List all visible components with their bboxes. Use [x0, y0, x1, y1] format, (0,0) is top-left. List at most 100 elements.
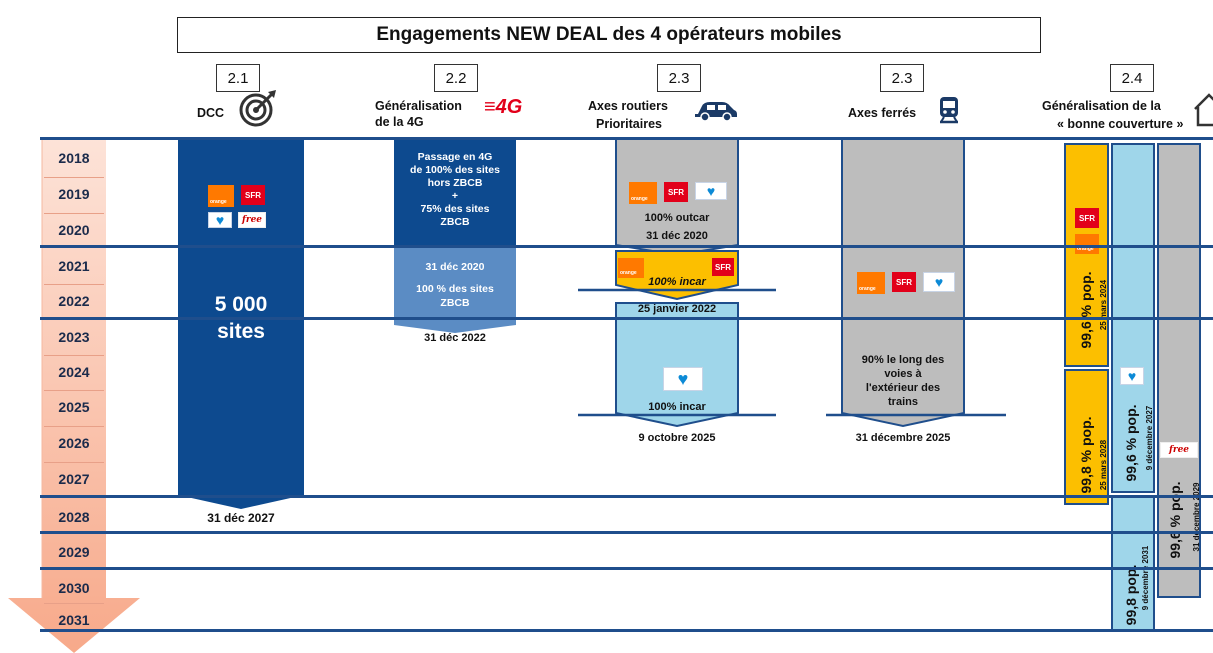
- orange-logo: orange: [208, 185, 234, 207]
- bouygues-logo: ♥: [1120, 367, 1144, 385]
- column-label-routes-line1: Axes routiers: [588, 99, 668, 113]
- coverage-bar3-date: 9 décembre 2027: [1145, 405, 1154, 471]
- dcc-count: 5 000: [214, 293, 268, 316]
- year-divider: [44, 390, 104, 391]
- year-label: 2026: [58, 435, 90, 451]
- column-number-dcc: 2.1: [216, 64, 260, 92]
- 4g-text-1-line: de 100% des sites: [410, 164, 500, 176]
- column-label-4g-line2: de la 4G: [375, 115, 424, 129]
- 4g-text-1-line: ZBCB: [440, 216, 470, 228]
- year-label: 2030: [58, 580, 90, 596]
- dcc-bar: [178, 139, 304, 509]
- 4g-text-2-line: ZBCB: [440, 297, 470, 309]
- timeline-line-2021: [40, 245, 1213, 248]
- timeline-line-2030: [40, 567, 1213, 570]
- orange-logo: orange: [618, 258, 644, 278]
- year-divider: [44, 177, 104, 178]
- column-number-routes: 2.3: [657, 64, 701, 92]
- bouygues-icon: ♥: [215, 212, 225, 228]
- year-divider: [44, 426, 104, 427]
- 4g-text-1-line: 75% des sites: [420, 203, 490, 215]
- coverage-bar-free-2029: [1157, 143, 1201, 598]
- routes-p3-label: 100% incar: [648, 401, 706, 413]
- bouygues-icon: ♥: [706, 183, 716, 199]
- 4g-icon: ≡4G: [484, 96, 523, 118]
- year-label: 2019: [58, 186, 90, 202]
- year-divider: [44, 284, 104, 285]
- year-divider: [44, 462, 104, 463]
- timeline-arrow: [8, 138, 140, 653]
- timeline-line-2031: [40, 629, 1213, 632]
- coverage-bar-bouygues-2031: [1111, 495, 1155, 632]
- year-label: 2020: [58, 222, 90, 238]
- target-icon: [238, 88, 278, 133]
- rail-text-line: 90% le long des: [861, 354, 945, 366]
- routes-p3-date: 9 octobre 2025: [638, 432, 716, 444]
- coverage-bar3-pop: 99,6 % pop.: [1123, 404, 1139, 482]
- coverage-bar5-date: 31 décembre 2029: [1192, 482, 1201, 552]
- rail-text-line: voies à: [884, 368, 922, 380]
- timeline-line-2029: [40, 531, 1213, 534]
- sfr-logo: SFR: [1075, 208, 1099, 228]
- year-label: 2029: [58, 544, 90, 560]
- column-label-coverage-line1: Généralisation de la: [1042, 99, 1161, 113]
- dcc-unit: sites: [217, 320, 265, 343]
- bouygues-logo: ♥: [923, 272, 955, 292]
- coverage-bar-sfr-orange-2028: [1064, 369, 1109, 505]
- bouygues-icon: ♥: [1127, 368, 1137, 384]
- free-logo: free: [1160, 442, 1198, 458]
- year-label: 2024: [58, 364, 90, 380]
- sfr-logo: SFR: [892, 272, 916, 292]
- 4g-text-1-line: hors ZBCB: [427, 177, 483, 189]
- coverage-bar4-date: 9 décembre 2031: [1141, 545, 1150, 611]
- rail-text-line: l'extérieur des: [865, 382, 941, 394]
- year-divider: [44, 213, 104, 214]
- 4g-text-2: 31 déc 2020 100 % des sites ZBCB: [394, 260, 516, 310]
- free-logo: free: [238, 212, 266, 228]
- coverage-bar-sfr-orange-2024: [1064, 143, 1109, 367]
- coverage-bar1-date: 25 mars 2024: [1099, 279, 1108, 331]
- routes-p1-label: 100% outcar: [644, 212, 710, 224]
- year-label: 2031: [58, 612, 90, 628]
- timeline-line-2018: [40, 137, 1213, 140]
- year-label: 2028: [58, 509, 90, 525]
- 4g-text-2-date: 31 déc 2020: [425, 261, 485, 273]
- car-icon: [694, 98, 738, 127]
- bouygues-logo: ♥: [208, 212, 232, 228]
- house-icon: [1193, 93, 1213, 132]
- year-label: 2025: [58, 399, 90, 415]
- 4g-text-1-line: +: [451, 190, 459, 202]
- routes-p1-date: 31 déc 2020: [646, 230, 708, 242]
- year-label: 2023: [58, 329, 90, 345]
- column-label-dcc: DCC: [197, 106, 225, 120]
- column-label-coverage-line2: « bonne couverture »: [1057, 117, 1184, 131]
- bouygues-icon: ♥: [934, 274, 944, 290]
- year-label: 2018: [58, 150, 90, 166]
- 4g-deadline: 31 déc 2022: [424, 332, 486, 344]
- orange-logo: orange: [857, 272, 885, 294]
- coverage-bar2-date: 25 mars 2028: [1099, 439, 1108, 491]
- sfr-logo: SFR: [712, 258, 734, 276]
- rail-text-line: trains: [888, 396, 918, 408]
- year-label: 2027: [58, 471, 90, 487]
- column-number-coverage: 2.4: [1110, 64, 1154, 92]
- coverage-bar5-pop: 99,6 % pop.: [1167, 481, 1183, 559]
- rail-date: 31 décembre 2025: [855, 432, 951, 444]
- diagram-title: Engagements NEW DEAL des 4 opérateurs mo…: [177, 17, 1041, 53]
- year-label: 2022: [58, 293, 90, 309]
- timeline-line-2023: [40, 317, 1213, 320]
- dcc-deadline: 31 déc 2027: [207, 511, 275, 525]
- 4g-text-2-line: 100 % des sites: [416, 283, 494, 295]
- rail-text: 90% le long des voies à l'extérieur des …: [842, 353, 964, 409]
- orange-logo: orange: [629, 182, 657, 204]
- timeline-line-2028: [40, 495, 1213, 498]
- column-number-rail: 2.3: [880, 64, 924, 92]
- bouygues-logo: ♥: [695, 182, 727, 200]
- coverage-bar1-pop: 99,6 % pop.: [1078, 271, 1094, 349]
- 4g-bars: [394, 139, 516, 333]
- orange-logo: orange: [1075, 234, 1099, 254]
- routes-p2-date: 25 janvier 2022: [637, 303, 717, 315]
- year-divider: [44, 603, 104, 604]
- 4g-text-1-line: Passage en 4G: [417, 151, 493, 163]
- year-divider: [44, 355, 104, 356]
